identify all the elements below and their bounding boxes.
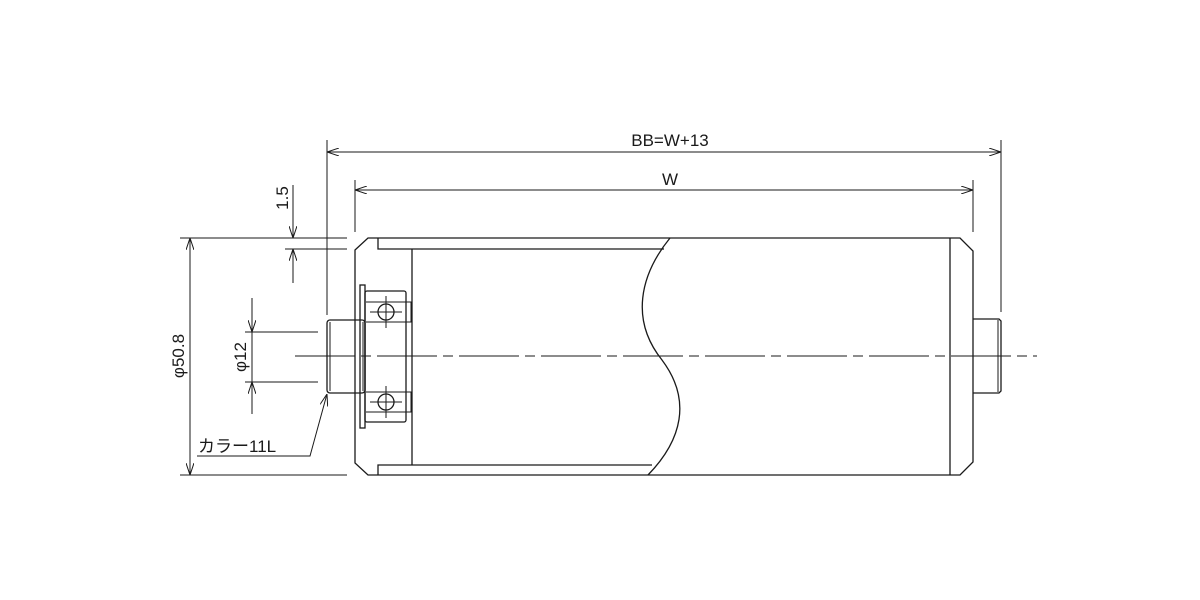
collar-callout: カラー11L — [197, 394, 327, 457]
dim-width-label: W — [662, 170, 678, 189]
break-line — [641, 237, 681, 476]
dim-tube-diameter-label: φ50.8 — [169, 334, 188, 378]
dim-tube-wall-label: 1.5 — [273, 186, 292, 210]
collar-label: カラー11L — [198, 437, 276, 456]
dimension-shaft-diameter: φ12 — [231, 298, 318, 414]
dimension-width: W — [354, 170, 974, 232]
dimension-tube-diameter: φ50.8 — [169, 237, 347, 476]
dim-shaft-diameter-label: φ12 — [231, 342, 250, 372]
roller-tube — [354, 237, 974, 476]
dimension-overall-length: BB=W+13 — [326, 131, 1002, 315]
dimension-tube-wall: 1.5 — [273, 185, 347, 283]
dim-overall-length-label: BB=W+13 — [631, 131, 709, 150]
bearing — [359, 284, 412, 429]
